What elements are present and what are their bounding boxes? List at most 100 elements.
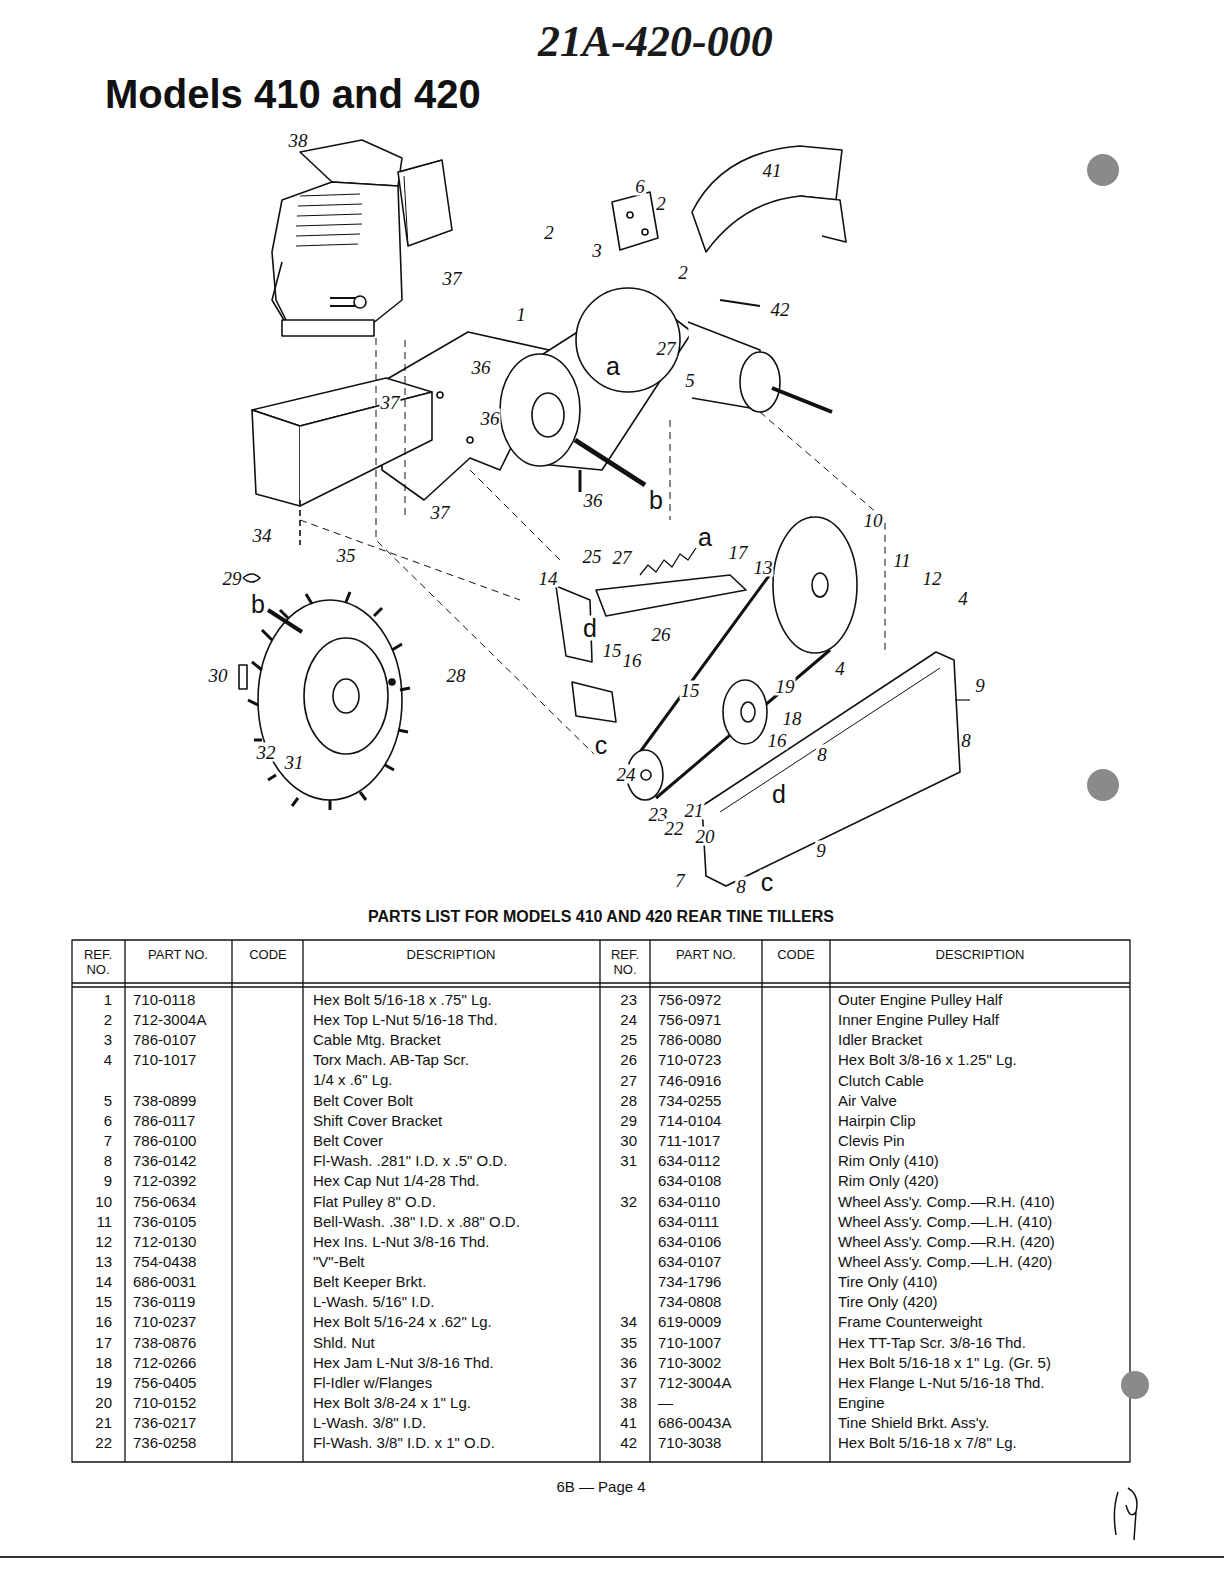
wheel [333,679,359,713]
part-number: 712-0266 [133,1353,196,1373]
callout-number: 28 [446,666,467,685]
column-header: REF. NO. [605,948,645,978]
scan-marks [1087,769,1119,801]
belt-cover [720,668,940,812]
part-description: Idler Bracket [838,1030,922,1050]
part-number: 714-0104 [658,1111,721,1131]
part-description: Shld. Nut [313,1333,375,1353]
v-belt-drive [641,770,651,780]
ref-number: 20 [72,1393,112,1413]
engine [400,160,442,246]
part-description: Hex Bolt 5/16-18 x .75" Lg. [313,990,492,1010]
callout-number: 17 [728,543,749,562]
engine [296,194,362,246]
part-number: 619-0009 [658,1312,721,1332]
part-description: Fl-Wash. 3/8" I.D. x 1" O.D. [313,1433,495,1453]
ref-number: 5 [72,1091,112,1111]
part-number: 686-0043A [658,1413,731,1433]
ref-number: 6 [72,1111,112,1131]
ref-number: 8 [72,1151,112,1171]
ref-number: 9 [72,1171,112,1191]
part-description: Torx Mach. AB-Tap Scr. 1/4 x .6" Lg. [313,1050,485,1090]
part-description: Belt Cover Bolt [313,1091,413,1111]
part-number: 710-1007 [658,1333,721,1353]
engine [272,140,452,336]
callout-number: 26 [651,625,672,644]
callout-number: 2 [543,223,555,242]
v-belt-drive [812,573,828,597]
part-description: Wheel Ass'y. Comp.—R.H. (420) [838,1232,1055,1252]
part-number: 736-0119 [133,1292,195,1312]
connection-letter: d [582,616,598,641]
part-description: Shift Cover Bracket [313,1111,442,1131]
scribble [1114,1488,1137,1540]
ref-number: 36 [597,1353,637,1373]
part-number: 738-0876 [133,1333,196,1353]
belt-cover [702,652,960,886]
engine [300,140,402,186]
part-description: Hex Ins. L-Nut 3/8-16 Thd. [313,1232,489,1252]
part-description: Hairpin Clip [838,1111,916,1131]
wheel [304,638,388,754]
ref-number: 37 [597,1373,637,1393]
part-number: 786-0107 [133,1030,196,1050]
column-header: PART NO. [676,948,736,963]
part-description: Hex Bolt 5/16-24 x .62" Lg. [313,1312,492,1332]
callout-number: 9 [815,841,827,860]
dashed-guide-lines [760,412,885,655]
callout-number: 15 [602,641,623,660]
wheel [268,610,302,632]
callout-number: 37 [380,393,401,412]
transmission [500,354,580,466]
callout-number: 36 [480,409,501,428]
cable-bracket [612,192,658,250]
dashed-guide-lines [405,340,406,520]
callout-number: 16 [767,731,788,750]
connection-letter: a [697,525,713,550]
part-number: 756-0972 [658,990,721,1010]
part-number: 712-0392 [133,1171,196,1191]
column-header: CODE [238,948,298,963]
ref-number: 2 [72,1010,112,1030]
part-description: "V"-Belt [313,1252,365,1272]
part-description: L-Wash. 5/16" I.D. [313,1292,434,1312]
callout-number: 4 [834,659,846,678]
part-number: 736-0142 [133,1151,196,1171]
v-belt-drive [741,702,755,722]
callout-number: 19 [775,677,796,696]
callout-number: 29 [222,569,243,588]
part-description: Hex Jam L-Nut 3/8-16 Thd. [313,1353,494,1373]
callout-number: 27 [656,339,677,358]
ref-number: 31 [597,1151,637,1171]
scan-marks [0,1556,1224,1558]
wheel [239,574,410,810]
callout-number: 7 [674,871,686,890]
engine [282,320,374,336]
transmission [772,388,832,412]
callout-number: 30 [208,666,229,685]
dashed-guide-lines [300,338,885,760]
ref-number: 7 [72,1131,112,1151]
connection-letter: b [250,592,266,617]
part-description: Tire Only (410) [838,1272,937,1292]
transmission [576,288,680,392]
ref-number: 27 [597,1071,637,1091]
belt-cover [955,699,970,700]
cable-bracket [627,212,633,218]
column-header: DESCRIPTION [391,948,511,963]
tine-shield [800,196,846,242]
part-number: 711-1017 [658,1131,720,1151]
callout-number: 6 [634,177,646,196]
part-description: Hex TT-Tap Scr. 3/8-16 Thd. [838,1333,1026,1353]
column-header: REF. NO. [76,948,120,978]
part-number: 712-0130 [133,1232,196,1252]
part-number: 756-0405 [133,1373,196,1393]
connection-letter: b [648,488,664,513]
wheel [389,679,395,685]
connection-letter: c [760,870,775,895]
idler-bracket [556,548,746,722]
part-description: Frame Counterweight [838,1312,982,1332]
part-number: 710-0152 [133,1393,196,1413]
part-description: Hex Cap Nut 1/4-28 Thd. [313,1171,479,1191]
